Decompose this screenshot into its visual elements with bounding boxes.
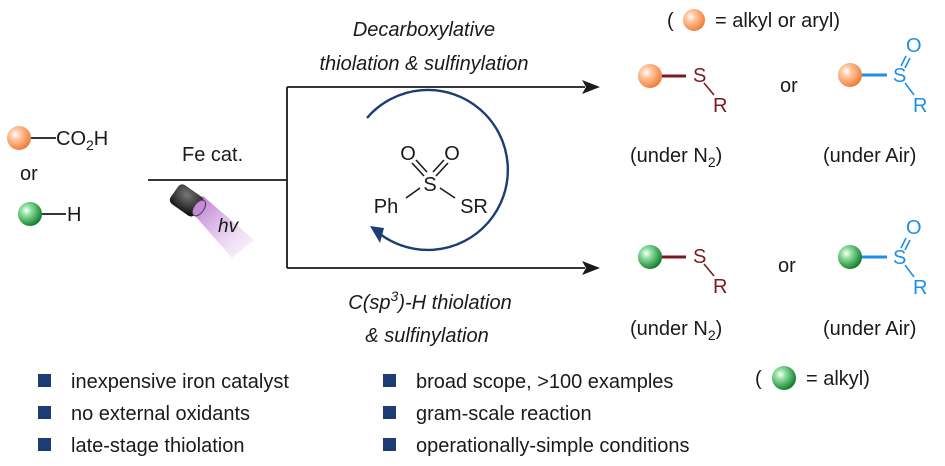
cond-n2-top: (under N2) xyxy=(630,145,722,170)
reagent-structure: O O S Ph SR xyxy=(374,143,488,218)
sulfinyl-s-bottom: S xyxy=(893,247,906,269)
bullet-item: gram-scale reaction xyxy=(383,401,592,427)
sulfinyl-s-top: S xyxy=(893,65,906,87)
bullet-square-icon xyxy=(383,406,396,420)
top-route-line2: thiolation & sulfinylation xyxy=(319,53,528,75)
bullet-square-icon xyxy=(383,374,396,388)
legend-green-text: = alkyl) xyxy=(806,368,870,390)
thio-r-top: R xyxy=(713,95,727,117)
top-arrow-head xyxy=(582,80,600,94)
green-ball-thioether xyxy=(638,245,662,269)
acid-group: CO2H xyxy=(56,128,108,153)
thio-s-top: S xyxy=(693,65,706,87)
orange-ball-thioether xyxy=(638,64,662,88)
green-ball-legend xyxy=(772,366,796,390)
bottom-arrow-head xyxy=(582,261,600,275)
thio-r-bottom: R xyxy=(713,276,727,298)
top-route-line1: Decarboxylative xyxy=(353,19,495,41)
product-or-top: or xyxy=(780,75,798,97)
bullet-item: no external oxidants xyxy=(38,401,250,427)
cond-air-top: (under Air) xyxy=(823,145,916,167)
sulfinyl-r-top: R xyxy=(913,95,927,117)
bullet-square-icon xyxy=(38,438,51,452)
bottom-route-line1: C(sp3)-H thiolation xyxy=(348,288,511,314)
green-ball-alkane xyxy=(18,202,42,226)
bullet-item: late-stage thiolation xyxy=(38,433,244,459)
reagent-sr: SR xyxy=(460,196,488,218)
reactant-or: or xyxy=(20,163,38,185)
catalyst-label: Fe cat. xyxy=(182,144,243,166)
sulfinyl-o-top: O xyxy=(906,35,922,57)
sulfinyl-r-bottom: R xyxy=(913,277,927,299)
orange-ball-acid xyxy=(7,126,31,150)
bullet-item: inexpensive iron catalyst xyxy=(38,369,289,395)
bottom-route-line2: & sulfinylation xyxy=(365,325,488,347)
legend-orange-text: = alkyl or aryl) xyxy=(715,10,840,32)
sulfinyl-o-bottom: O xyxy=(906,217,922,239)
bullet-square-icon xyxy=(383,438,396,452)
reagent-o-right: O xyxy=(444,143,460,165)
catalytic-cycle xyxy=(366,88,510,252)
reagent-ph: Ph xyxy=(374,196,398,218)
green-ball-sulfoxide xyxy=(838,245,862,269)
legend-orange-open: ( xyxy=(667,10,674,32)
thio-s-bottom: S xyxy=(693,246,706,268)
bullet-item: broad scope, >100 examples xyxy=(383,369,673,395)
lamp-icon xyxy=(169,184,254,258)
cond-n2-bottom: (under N2) xyxy=(630,318,722,343)
h-label: H xyxy=(67,204,81,226)
thio-sr-bond-top xyxy=(703,82,715,96)
orange-ball-sulfoxide xyxy=(838,63,862,87)
bullet-item: operationally-simple conditions xyxy=(383,433,689,459)
bullet-square-icon xyxy=(38,406,51,420)
light-label: hv xyxy=(218,216,240,237)
legend-green-open: ( xyxy=(755,368,762,390)
bullet-square-icon xyxy=(38,374,51,388)
reagent-o-left: O xyxy=(400,143,416,165)
cond-air-bottom: (under Air) xyxy=(823,318,916,340)
reagent-s: S xyxy=(423,174,436,196)
orange-ball-legend xyxy=(683,9,705,31)
product-or-bottom: or xyxy=(778,255,796,277)
